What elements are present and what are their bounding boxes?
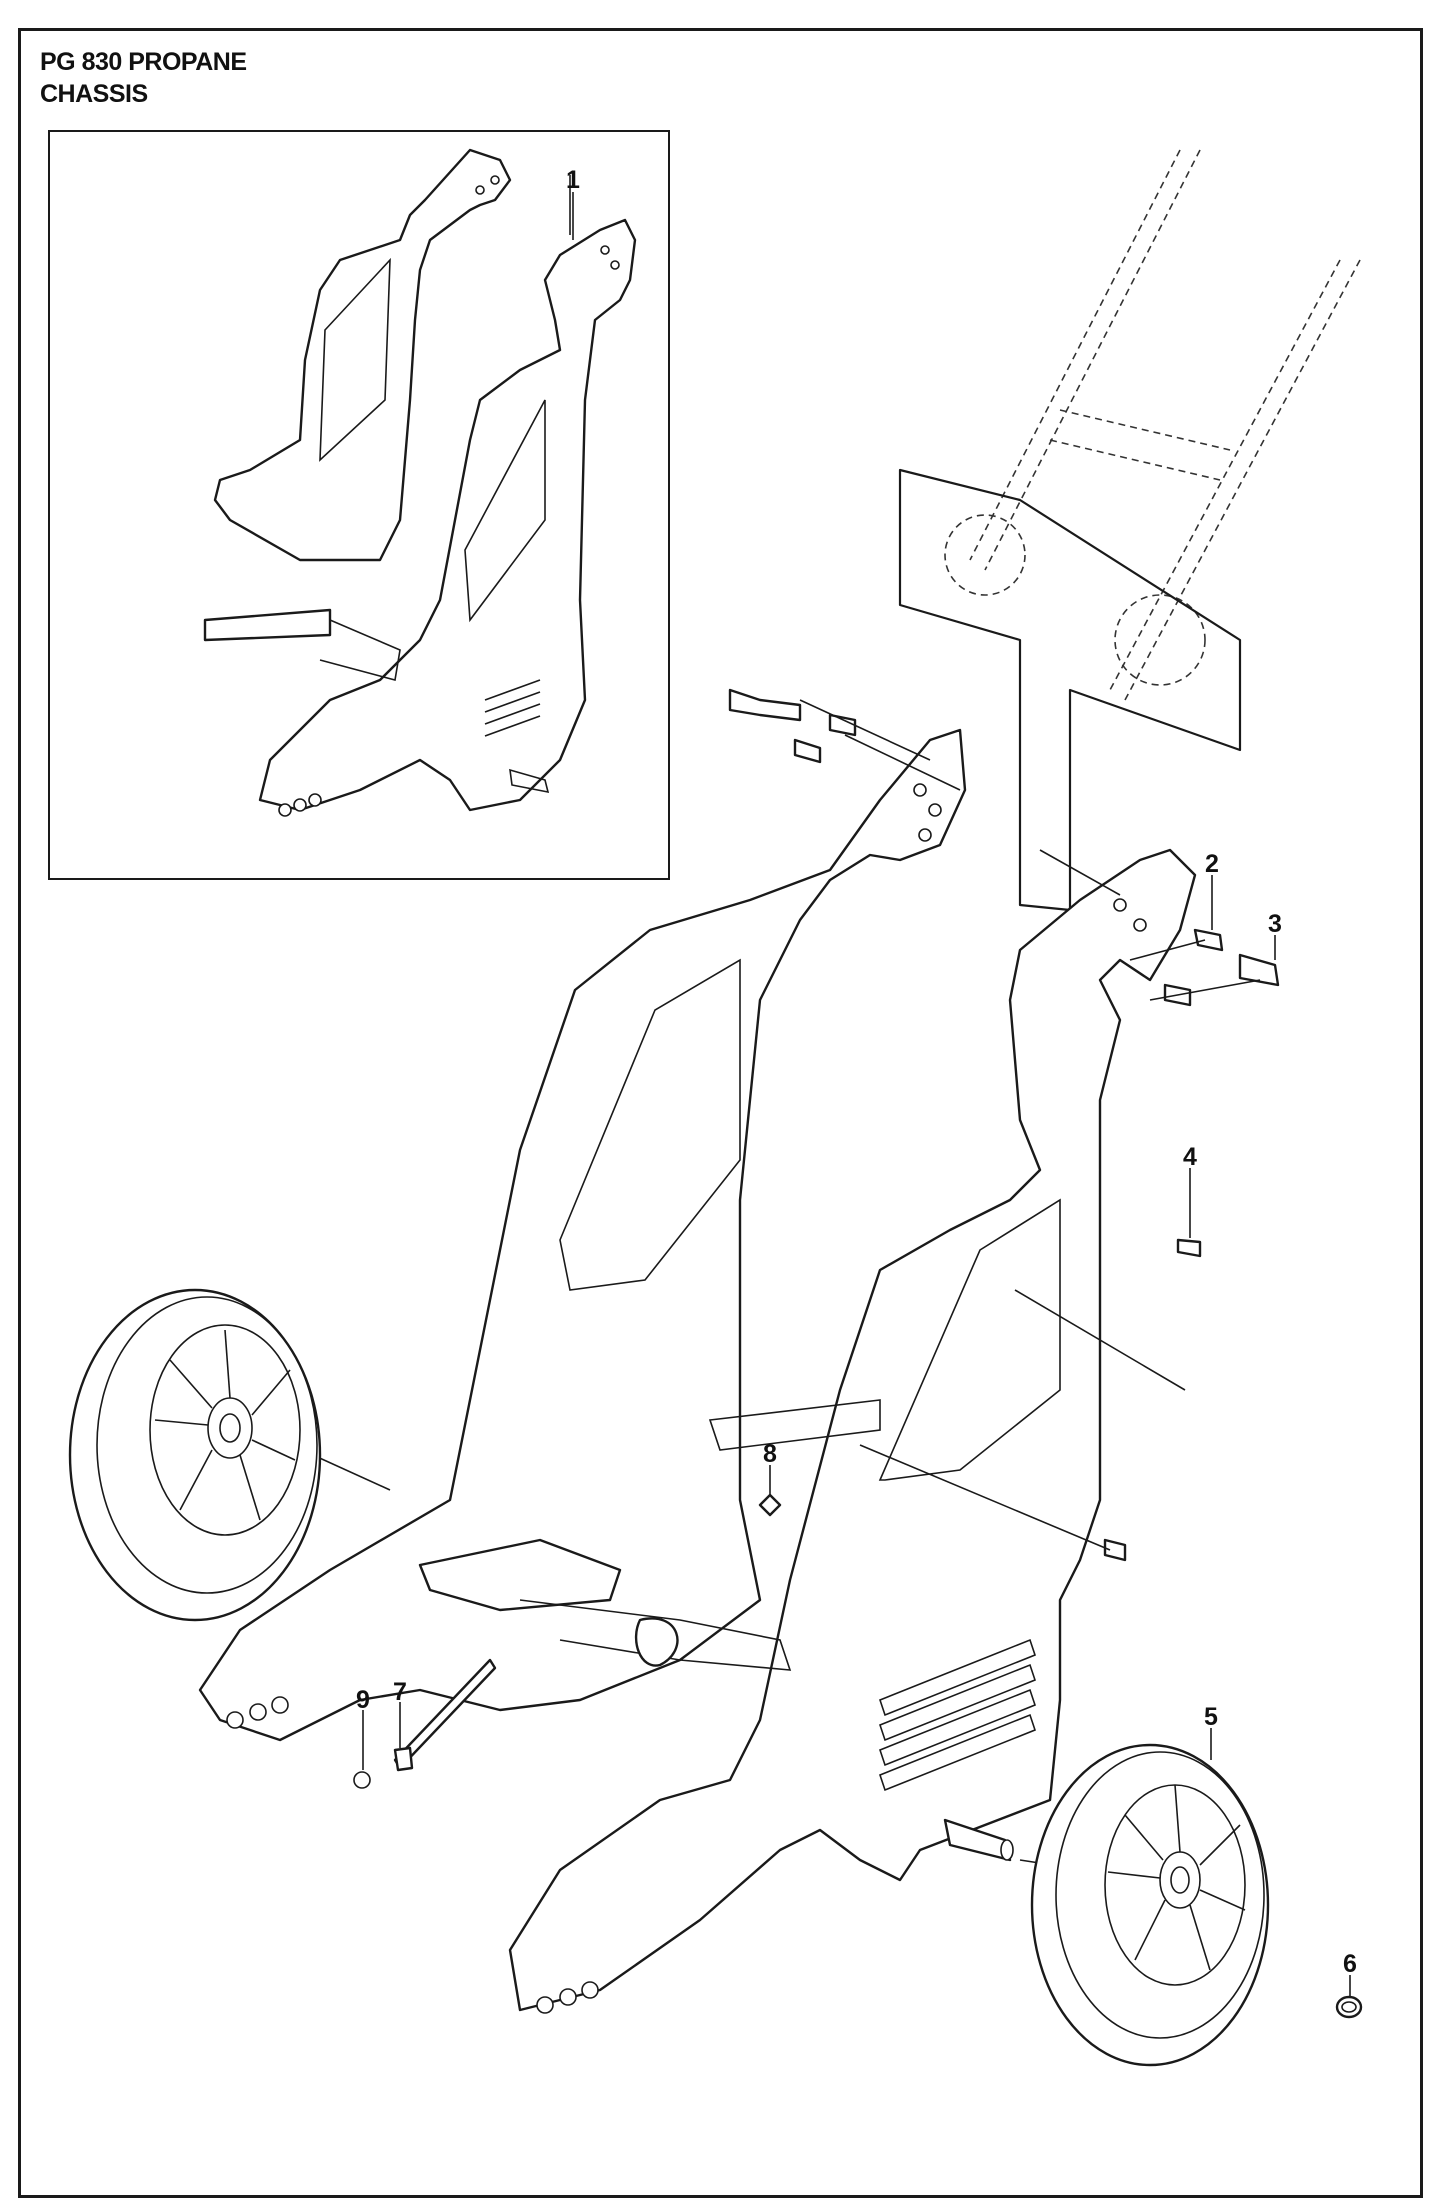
callout-2: 2 bbox=[1205, 850, 1219, 878]
callout-7: 7 bbox=[393, 1678, 407, 1706]
callout-6: 6 bbox=[1343, 1950, 1357, 1978]
callout-8: 8 bbox=[763, 1440, 777, 1468]
retaining-ring bbox=[1335, 1995, 1363, 2019]
diagram-subtitle: CHASSIS bbox=[40, 80, 148, 108]
callout-5: 5 bbox=[1204, 1703, 1218, 1731]
dashed-frame-reference bbox=[898, 149, 1361, 912]
left-wheel bbox=[68, 1288, 322, 1622]
right-wheel bbox=[1030, 1743, 1270, 2067]
diagram-title: PG 830 PROPANE bbox=[40, 48, 247, 76]
main-chassis-illustration bbox=[198, 728, 1197, 2014]
assembled-view-inset bbox=[48, 130, 670, 880]
callout-1: 1 bbox=[566, 166, 580, 194]
callout-3: 3 bbox=[1268, 910, 1282, 938]
callout-9: 9 bbox=[356, 1686, 370, 1714]
callout-leaders bbox=[362, 192, 1351, 1998]
callout-4: 4 bbox=[1183, 1143, 1197, 1171]
hardware-parts bbox=[279, 688, 1280, 1871]
inset-chassis-illustration bbox=[203, 148, 637, 817]
